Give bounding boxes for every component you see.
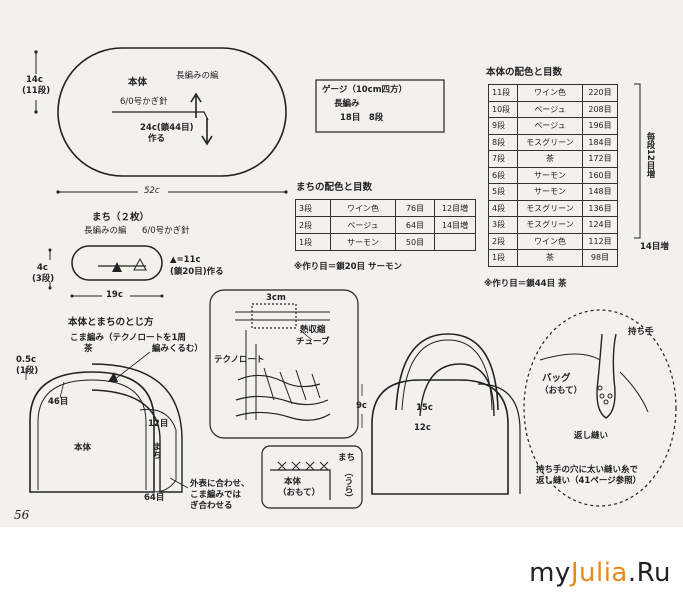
edge-rows: (1段) [16, 366, 39, 376]
bag-note1: 持ち手の穴に太い縫い糸で [536, 465, 639, 475]
gauge-line1: 長編み [334, 99, 360, 109]
body-stitch: 長編みの編 [176, 71, 219, 81]
table-row: 2段 ベージュ 64目 14目増 [295, 216, 476, 234]
assembly-body [29, 371, 155, 493]
bag-note2: 返し縫い（41ページ参照） [536, 476, 642, 486]
backstitch-label: 返し縫い [574, 431, 609, 441]
gusset-table: 3段 ワイン色 76目 12目増 2段 ベージュ 64目 14目増 1段 サーモ… [295, 199, 476, 251]
gauge-title: ゲージ（10cm四方） [322, 85, 408, 95]
bag-front: （おもて） [540, 386, 583, 396]
gusset-width: 19c [106, 290, 123, 300]
assembly-gusset [91, 363, 183, 493]
bag-length2: 12c [414, 423, 431, 433]
body-arrow-down [201, 118, 213, 146]
seam-box [261, 445, 363, 509]
detail-tube2: チューブ [296, 337, 330, 347]
stitches-body: 46目 [48, 397, 69, 407]
bag-handle-2 [419, 363, 495, 417]
body-hook: 6/0号かぎ針 [120, 97, 168, 107]
main-table-title: 本体の配色と目数 [486, 67, 563, 78]
gauge-box [315, 79, 445, 133]
bottom-stitches: 64目 [144, 493, 165, 503]
bag-handle-height: 9c [356, 401, 367, 411]
bag-body [371, 379, 509, 495]
bag-length1: 15c [416, 403, 433, 413]
gusset-stitches: 12目 [148, 419, 169, 429]
gusset-hook: 6/0号かぎ針 [142, 226, 190, 236]
table-row: 1段 サーモン 50目 [295, 233, 476, 251]
gusset-height-rows: (3段) [32, 274, 55, 284]
body-chain-2: 作る [148, 134, 166, 144]
edge-width: 0.5c [16, 355, 37, 365]
body-height-rows: (11段) [22, 86, 51, 96]
detail-tube1: 熱収縮 [300, 325, 326, 335]
assembly-note3: ぎ合わせる [190, 501, 233, 511]
seam-gusset-back: （うら） [343, 468, 353, 502]
detail-width: 3cm [266, 293, 286, 303]
gusset-oval [71, 245, 163, 281]
body-arrow-up [190, 92, 202, 118]
kobami-line2: 茶 [84, 344, 93, 354]
body-chain: 24c(鎖44目) [140, 123, 194, 133]
body-width: 52c [144, 186, 160, 196]
gusset-chain-2: (鎖20目)作る [170, 267, 224, 277]
detail-wire: テクノロート [214, 355, 265, 365]
inc-row2: 14目増 [640, 242, 669, 252]
body-chain-line [112, 111, 209, 121]
gusset-chain: ▲=11c [170, 255, 201, 265]
body-title: 本体 [128, 77, 148, 88]
gauge-line2: 18目 8段 [340, 113, 384, 123]
seam-gusset: まち [338, 453, 356, 463]
assembly-note2: こま編みでは [190, 490, 242, 500]
assembly-note1: 外表に合わせ、 [190, 479, 250, 489]
assembly-title: 本体とまちのとじ方 [68, 317, 154, 328]
inc-bracket-label: 毎段12目増 [645, 132, 655, 178]
gusset-table-title: まちの配色と目数 [296, 182, 373, 193]
bag-handle-1 [395, 333, 499, 411]
detail-box [209, 289, 359, 439]
gusset-height: 4c [37, 263, 48, 273]
body-oval [57, 47, 287, 177]
assembly-gusset-label: まち [151, 442, 161, 459]
diagram-lines [25, 47, 677, 509]
inc-bracket [634, 83, 641, 239]
bag-label: バッグ [542, 373, 571, 384]
gusset-triangle-icon: ▲ [170, 255, 177, 265]
page-number: 56 [14, 508, 30, 522]
main-table-note: ※作り目＝鎖44目 茶 [484, 279, 567, 289]
assembly-body-label: 本体 [74, 443, 92, 453]
body-height: 14c [26, 75, 43, 85]
gusset-title: まち（２枚） [92, 212, 150, 223]
handle-label: 持ち手 [628, 327, 654, 337]
gusset-stitch: 長編みの編 [84, 226, 127, 236]
site-watermark[interactable]: myJulia.Ru [529, 558, 671, 588]
gusset-table-note: ※作り目＝鎖20目 サーモン [294, 262, 403, 272]
table-row: 3段 ワイン色 76目 12目増 [295, 199, 476, 217]
kobami-line3: 編みくるむ） [152, 344, 203, 354]
seam-body: 本体 [284, 477, 302, 487]
kobami-line1: こま編み（テクノロートを1周 [70, 333, 186, 343]
handle-detail [523, 309, 677, 507]
seam-body-front: （おもて） [278, 488, 321, 498]
